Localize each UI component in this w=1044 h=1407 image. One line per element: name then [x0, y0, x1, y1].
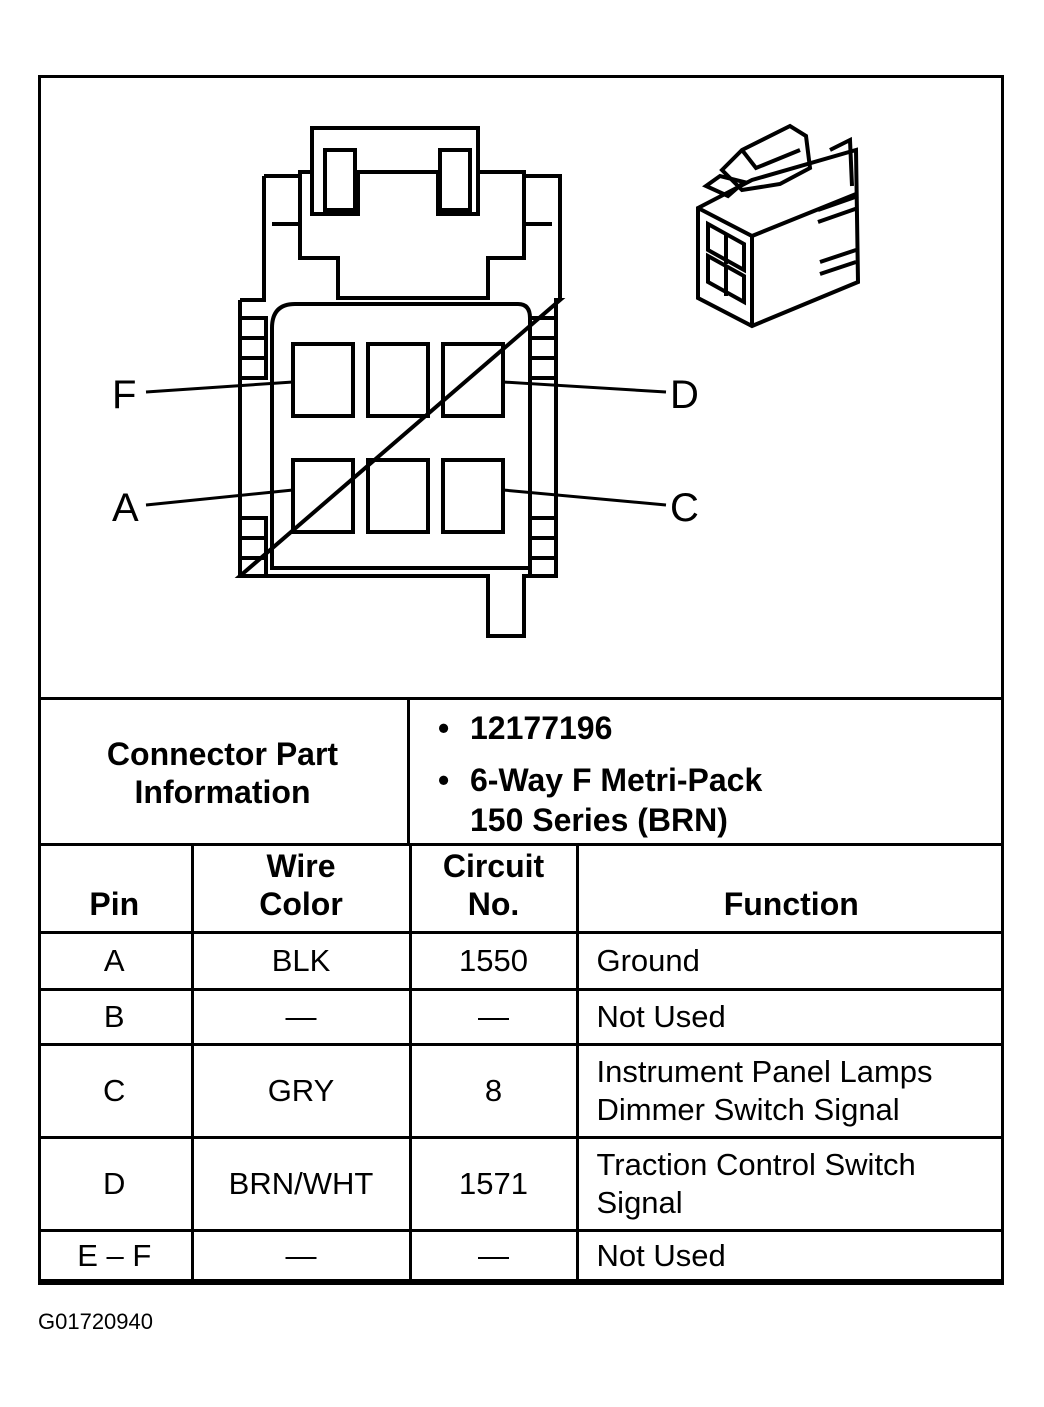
terminal-cavity-b	[366, 458, 430, 534]
wire-color-cell: BRN/WHT	[190, 1136, 412, 1232]
figure-id: G01720940	[38, 1309, 153, 1334]
circuit-cell: —	[408, 1229, 579, 1282]
leader-c	[502, 488, 667, 507]
circuit-cell: 1550	[408, 931, 579, 991]
function-cell: Not Used	[575, 988, 1004, 1046]
wire-color-cell: —	[190, 1229, 412, 1282]
connector-part-info: Connector Part Information 12177196 6-Wa…	[38, 697, 1004, 845]
latch-window-right	[438, 148, 472, 212]
table-row: A BLK 1550 Ground	[38, 931, 1004, 991]
terminal-cavity-a	[291, 458, 355, 534]
terminal-cavity-f	[291, 342, 355, 418]
side-tab	[238, 516, 268, 578]
connector-part-info-list: 12177196 6-Way F Metri-Pack 150 Series (…	[410, 700, 1001, 845]
wire-color-cell: GRY	[190, 1043, 412, 1139]
pin-cell: C	[38, 1043, 194, 1139]
pin-label-d: D	[670, 373, 699, 417]
wire-color-cell: —	[190, 988, 412, 1046]
side-tab	[528, 316, 558, 380]
circuit-cell: —	[408, 988, 579, 1046]
connector-isometric-view	[696, 123, 861, 329]
pin-label-c: C	[670, 486, 699, 530]
header-wire-color: Wire Color	[190, 843, 412, 934]
table-header-row: Pin Wire Color Circuit No. Function	[38, 843, 1004, 934]
header-function: Function	[575, 843, 1004, 934]
pin-label-f: F	[112, 373, 136, 417]
terminal-cavity-c	[441, 458, 505, 534]
table-row: B — — Not Used	[38, 988, 1004, 1046]
leader-a	[145, 488, 294, 507]
latch-detail	[310, 128, 480, 216]
pin-cell: D	[38, 1136, 194, 1232]
pin-table: Pin Wire Color Circuit No. Function A BL…	[38, 843, 1004, 1282]
latch-window-left	[323, 148, 357, 212]
header-pin: Pin	[38, 843, 194, 934]
leader-f	[145, 380, 294, 394]
side-tab	[238, 316, 268, 380]
connector-body-outer	[234, 176, 566, 638]
wire-color-cell: BLK	[190, 931, 412, 991]
part-number: 12177196	[438, 708, 1001, 748]
side-tab	[528, 516, 558, 578]
table-row: D BRN/WHT 1571 Traction Control Switch S…	[38, 1136, 1004, 1232]
connector-type: 6-Way F Metri-Pack 150 Series (BRN)	[438, 760, 800, 840]
function-cell: Ground	[575, 931, 1004, 991]
pin-cell: A	[38, 931, 194, 991]
connector-diagram: F A D C	[112, 123, 861, 638]
diagram-frame	[38, 75, 1004, 1285]
table-row: C GRY 8 Instrument Panel Lamps Dimmer Sw…	[38, 1043, 1004, 1139]
leader-d	[502, 380, 667, 394]
pin-label-a: A	[112, 486, 139, 530]
connector-part-info-label: Connector Part Information	[38, 700, 410, 845]
table-row: E – F — — Not Used	[38, 1229, 1004, 1282]
terminal-cavity-d	[441, 342, 505, 418]
pin-cell: B	[38, 988, 194, 1046]
circuit-cell: 1571	[408, 1136, 579, 1232]
latch-outer	[262, 174, 562, 300]
terminal-cavity-e	[366, 342, 430, 418]
function-cell: Traction Control Switch Signal	[575, 1136, 1004, 1232]
header-circuit: Circuit No.	[408, 843, 579, 934]
pin-cell: E – F	[38, 1229, 194, 1282]
circuit-cell: 8	[408, 1043, 579, 1139]
function-cell: Not Used	[575, 1229, 1004, 1282]
function-cell: Instrument Panel Lamps Dimmer Switch Sig…	[575, 1043, 1004, 1139]
